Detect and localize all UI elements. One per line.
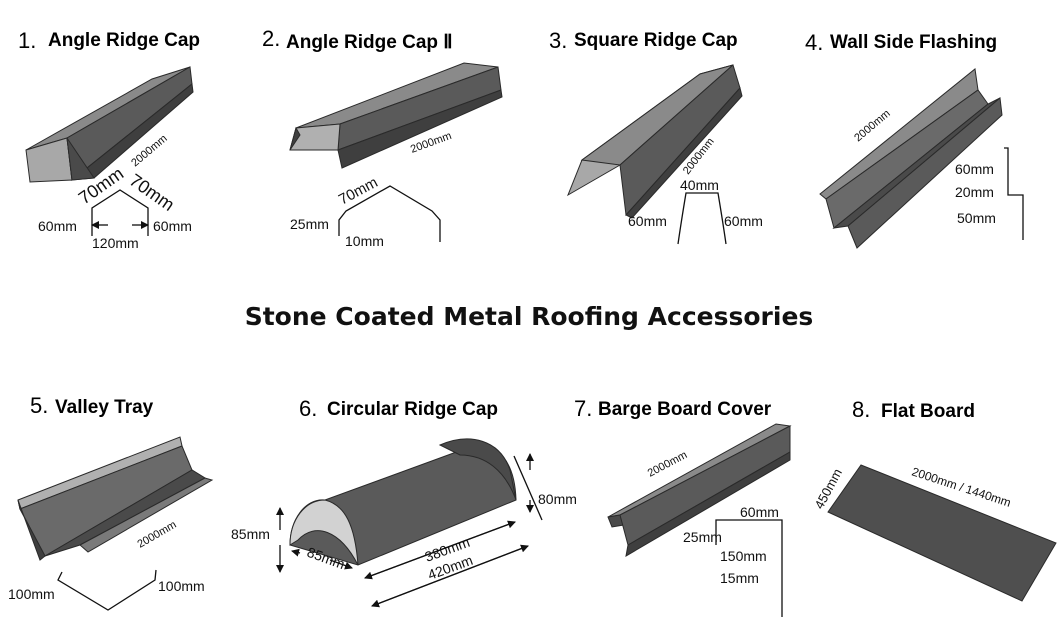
item-6-height-label: 85mm xyxy=(231,526,270,542)
item-4-length-label: 2000mm xyxy=(852,108,892,145)
item-5-profile xyxy=(57,569,157,611)
item-2-heading: 2. Angle Ridge Cap Ⅱ xyxy=(262,26,453,53)
square-ridge-cap-drawing xyxy=(566,64,743,219)
item-7-profile xyxy=(715,519,783,617)
item-5-right-label: 100mm xyxy=(158,578,205,594)
item-5-number: 5. xyxy=(30,393,48,418)
item-7-b-label: 150mm xyxy=(720,548,767,564)
item-5-title: Valley Tray xyxy=(55,397,154,418)
item-1-width-label: 120mm xyxy=(92,235,139,251)
page-title: Stone Coated Metal Roofing Accessories xyxy=(245,302,814,331)
item-7-heading: 7. Barge Board Cover xyxy=(574,396,772,421)
item-1-profile xyxy=(91,189,149,236)
item-7-top-label: 60mm xyxy=(740,504,779,520)
item-7-a-label: 25mm xyxy=(683,529,722,545)
item-1-right-label: 60mm xyxy=(153,218,192,234)
barge-board-cover-drawing xyxy=(607,423,792,557)
item-8-heading: 8. Flat Board xyxy=(852,397,975,422)
valley-tray-drawing xyxy=(17,436,214,561)
item-1-top-right-label: 70mm xyxy=(126,170,178,215)
item-1-title: Angle Ridge Cap xyxy=(48,30,200,51)
item-3-top-label: 40mm xyxy=(680,177,719,193)
wall-side-flashing-drawing xyxy=(819,68,1003,249)
item-3-title: Square Ridge Cap xyxy=(574,30,738,51)
item-6-heading: 6. Circular Ridge Cap xyxy=(299,396,498,421)
item-1-number: 1. xyxy=(18,28,36,53)
item-4-title: Wall Side Flashing xyxy=(830,32,997,53)
item-1-heading: 1. Angle Ridge Cap xyxy=(18,28,200,53)
item-8-title: Flat Board xyxy=(881,401,975,422)
flat-board-drawing xyxy=(827,464,1057,602)
item-6-number: 6. xyxy=(299,396,317,421)
item-4-number: 4. xyxy=(805,30,823,55)
item-5-length-label: 2000mm xyxy=(136,519,179,551)
item-5-heading: 5. Valley Tray xyxy=(30,393,154,418)
item-4-a-label: 60mm xyxy=(955,161,994,177)
item-8-number: 8. xyxy=(852,397,870,422)
item-3-left-label: 60mm xyxy=(628,213,667,229)
angle-ridge-cap-2-drawing xyxy=(289,62,503,169)
item-4-b-label: 20mm xyxy=(955,184,994,200)
item-2-bottom-label: 10mm xyxy=(345,233,384,249)
circular-ridge-cap-drawing xyxy=(289,438,517,566)
item-2-number: 2. xyxy=(262,26,280,51)
item-3-heading: 3. Square Ridge Cap xyxy=(549,28,738,53)
item-7-length-label: 2000mm xyxy=(646,449,689,480)
item-3-profile xyxy=(677,192,727,245)
item-4-c-label: 50mm xyxy=(957,210,996,226)
item-5-left-label: 100mm xyxy=(8,586,55,602)
item-7-c-label: 15mm xyxy=(720,570,759,586)
item-1-left-label: 60mm xyxy=(38,218,77,234)
item-7-title: Barge Board Cover xyxy=(598,399,772,420)
item-2-title: Angle Ridge Cap Ⅱ xyxy=(286,32,453,53)
item-3-right-label: 60mm xyxy=(724,213,763,229)
item-4-heading: 4. Wall Side Flashing xyxy=(805,30,997,55)
angle-ridge-cap-drawing xyxy=(25,66,194,183)
item-2-profile xyxy=(338,185,441,242)
item-6-title: Circular Ridge Cap xyxy=(327,399,498,420)
item-6-dimension-lines xyxy=(276,453,543,608)
item-6-end-label: 80mm xyxy=(538,491,577,507)
item-4-profile xyxy=(1004,147,1024,240)
item-2-side-label: 25mm xyxy=(290,216,329,232)
item-7-number: 7. xyxy=(574,396,592,421)
item-3-number: 3. xyxy=(549,28,567,53)
